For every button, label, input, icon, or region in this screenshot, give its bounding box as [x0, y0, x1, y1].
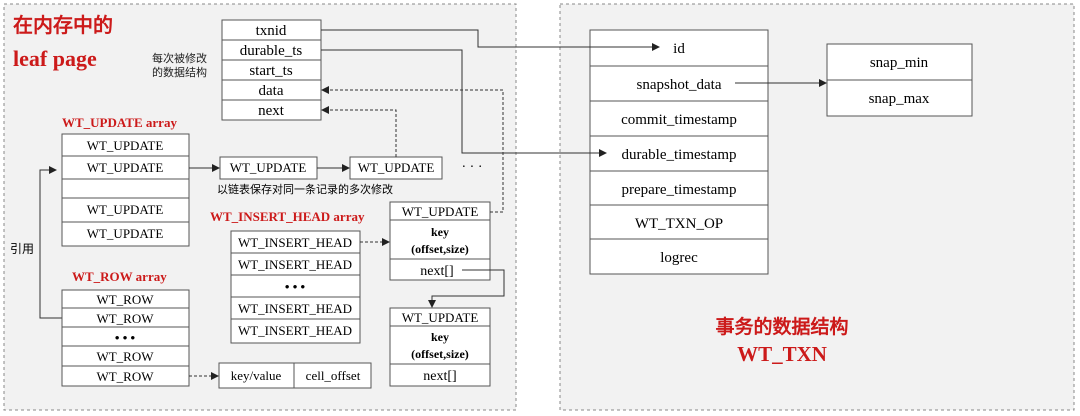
update-field-txnid: txnid [256, 23, 287, 39]
txn-field-prepare-timestamp: prepare_timestamp [622, 182, 737, 198]
insert-box-2-next: next[] [423, 369, 456, 384]
insert-head-row: • • • [285, 279, 306, 294]
insert-head-row: WT_INSERT_HEAD [238, 235, 352, 250]
update-struct: txnid durable_ts start_ts data next [221, 19, 322, 121]
kv-cell-offset: cell_offset [306, 368, 361, 383]
wt-row-row: WT_ROW [96, 369, 154, 384]
insert-head-row: WT_INSERT_HEAD [238, 257, 352, 272]
wt-update-array-row: WT_UPDATE [87, 138, 164, 153]
wt-update-array-title: WT_UPDATE array [62, 115, 177, 130]
wt-row-row: WT_ROW [96, 349, 154, 364]
arrow-durable-ts-to-durable-timestamp [321, 49, 607, 157]
insert-head-row: WT_INSERT_HEAD [238, 301, 352, 316]
txn-field-durable-timestamp: durable_timestamp [622, 147, 737, 163]
insert-box-1-offset: (offset,size) [411, 242, 469, 256]
left-title-line1: 在内存中的 [13, 13, 113, 37]
wt-update-array-row: WT_UPDATE [87, 226, 164, 241]
update-field-durable-ts: durable_ts [240, 43, 303, 59]
insert-head-array-title: WT_INSERT_HEAD array [210, 209, 365, 224]
insert-box-1-next: next[] [420, 264, 453, 279]
update-note-line1: 每次被修改 [152, 51, 207, 65]
insert-box-1-key: key [431, 225, 449, 239]
wt-update-array: WT_UPDATE WT_UPDATE WT_UPDATE WT_UPDATE [61, 133, 190, 247]
kv-box: key/value cell_offset [218, 362, 372, 389]
insert-head-row: WT_INSERT_HEAD [238, 323, 352, 338]
arrow-next-to-box2 [428, 269, 505, 308]
insert-box-2: WT_UPDATE key (offset,size) next[] [389, 307, 491, 387]
arrow-chain-to-next [321, 106, 397, 157]
insert-box-2-key: key [431, 330, 449, 344]
wt-row-row: • • • [115, 330, 136, 345]
ref-arrow [39, 166, 62, 319]
txn-field-logrec: logrec [660, 250, 698, 266]
wt-update-array-row: WT_UPDATE [87, 160, 164, 175]
chain-box-1-label: WT_UPDATE [230, 160, 307, 175]
txn-field-snapshot-data: snapshot_data [637, 77, 722, 93]
right-title-line2: WT_TXN [737, 342, 827, 366]
txn-field-id: id [673, 41, 685, 57]
wt-row-array: WT_ROW WT_ROW • • • WT_ROW WT_ROW [61, 289, 190, 387]
txn-field-txn-op: WT_TXN_OP [635, 216, 723, 232]
insert-head-array: WT_INSERT_HEAD WT_INSERT_HEAD • • • WT_I… [230, 230, 361, 344]
update-field-data: data [259, 83, 284, 99]
ref-label: 引用 [10, 242, 34, 256]
arrow-insert-to-data [321, 86, 504, 213]
snap-min: snap_min [870, 55, 929, 71]
insert-box-2-update: WT_UPDATE [402, 310, 479, 325]
insert-box-2-offset: (offset,size) [411, 347, 469, 361]
update-field-start-ts: start_ts [249, 63, 292, 79]
wt-row-array-title: WT_ROW array [72, 269, 167, 284]
update-note-line2: 的数据结构 [152, 65, 207, 79]
wt-row-row: WT_ROW [96, 292, 154, 307]
arrow-txnid-to-id [321, 29, 660, 51]
insert-box-1-update: WT_UPDATE [402, 204, 479, 219]
snapshot-box: snap_min snap_max [826, 43, 973, 117]
snap-max: snap_max [869, 91, 930, 107]
txn-struct: id snapshot_data commit_timestamp durabl… [589, 29, 769, 275]
kv-key-value: key/value [231, 368, 282, 383]
left-title-line2: leaf page [13, 46, 97, 71]
chain-box-2-label: WT_UPDATE [358, 160, 435, 175]
right-title-line1: 事务的数据结构 [715, 315, 848, 338]
wt-row-row: WT_ROW [96, 311, 154, 326]
txn-field-commit-timestamp: commit_timestamp [621, 112, 737, 128]
chain-note: 以链表保存对同一条记录的多次修改 [217, 182, 393, 196]
wt-update-array-row: WT_UPDATE [87, 202, 164, 217]
update-field-next: next [258, 103, 285, 119]
chain-dots: · · · [462, 160, 483, 175]
insert-box-1: WT_UPDATE key (offset,size) next[] [389, 201, 491, 281]
